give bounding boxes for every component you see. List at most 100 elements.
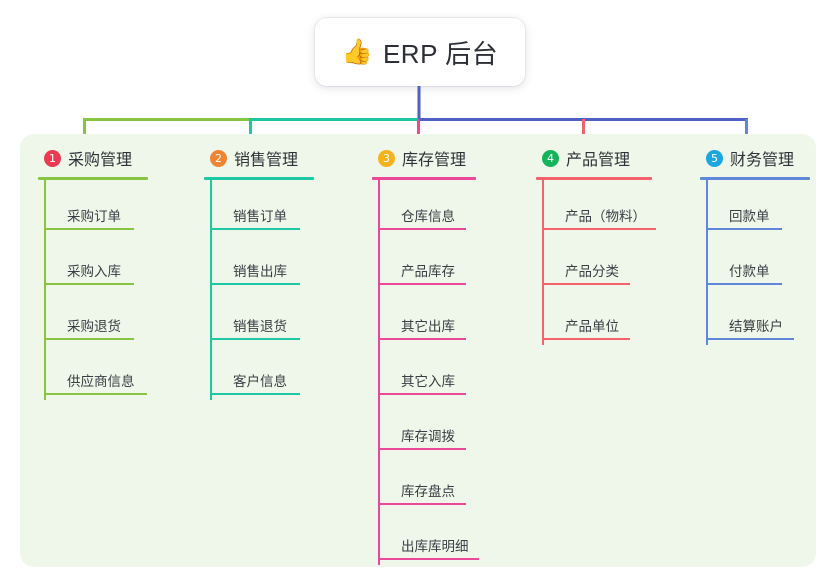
branch-rule-2 bbox=[204, 177, 314, 180]
branch-spine-2 bbox=[210, 180, 212, 400]
child-rule bbox=[210, 228, 300, 230]
branch-children-4: 产品（物料） 产品分类 产品单位 bbox=[536, 180, 696, 345]
root-node[interactable]: 👍 ERP 后台 bbox=[315, 18, 525, 86]
child-label: 销售订单 bbox=[233, 209, 287, 224]
list-item[interactable]: 出库库明细 bbox=[372, 510, 522, 565]
child-rule bbox=[210, 393, 300, 395]
list-item[interactable]: 库存调拨 bbox=[372, 400, 522, 455]
list-item[interactable]: 产品库存 bbox=[372, 235, 522, 290]
branch-rule-3 bbox=[372, 177, 476, 180]
branch-spine-1 bbox=[44, 180, 46, 400]
branch-spine-5 bbox=[706, 180, 708, 345]
branch-column-2: 2 销售管理 销售订单 销售出库 销售退货 客户信息 bbox=[204, 144, 354, 400]
child-label: 结算账户 bbox=[729, 319, 783, 334]
thumbs-up-emoji: 👍 bbox=[341, 37, 373, 66]
branch-spine-4 bbox=[542, 180, 544, 345]
list-item[interactable]: 采购订单 bbox=[38, 180, 188, 235]
child-label: 采购退货 bbox=[67, 319, 121, 334]
branch-children-2: 销售订单 销售出库 销售退货 客户信息 bbox=[204, 180, 354, 400]
child-rule bbox=[44, 338, 134, 340]
child-label: 供应商信息 bbox=[67, 374, 135, 389]
child-label: 客户信息 bbox=[233, 374, 287, 389]
branch-badge-1: 1 bbox=[44, 149, 61, 167]
child-label: 销售退货 bbox=[233, 319, 287, 334]
list-item[interactable]: 供应商信息 bbox=[38, 345, 188, 400]
child-rule bbox=[378, 283, 466, 285]
child-rule bbox=[44, 228, 134, 230]
child-rule bbox=[210, 338, 300, 340]
child-rule bbox=[706, 338, 794, 340]
list-item[interactable]: 其它出库 bbox=[372, 290, 522, 345]
child-rule bbox=[378, 393, 466, 395]
list-item[interactable]: 采购入库 bbox=[38, 235, 188, 290]
child-label: 产品单位 bbox=[565, 319, 619, 334]
branch-header-5[interactable]: 5 财务管理 bbox=[700, 144, 839, 172]
child-rule bbox=[706, 228, 782, 230]
child-label: 采购订单 bbox=[67, 209, 121, 224]
child-rule bbox=[378, 228, 466, 230]
root-title: ERP 后台 bbox=[382, 38, 499, 69]
branch-column-5: 5 财务管理 回款单 付款单 结算账户 bbox=[700, 144, 839, 345]
child-label: 销售出库 bbox=[233, 264, 287, 279]
branch-title-4: 产品管理 bbox=[566, 152, 631, 169]
child-rule bbox=[44, 283, 134, 285]
list-item[interactable]: 回款单 bbox=[700, 180, 839, 235]
child-rule bbox=[378, 338, 466, 340]
child-label: 库存盘点 bbox=[401, 484, 455, 499]
branch-children-3: 仓库信息 产品库存 其它出库 其它入库 库存调拨 库存盘点 bbox=[372, 180, 522, 565]
branch-column-1: 1 采购管理 采购订单 采购入库 采购退货 供应商信息 bbox=[38, 144, 188, 400]
branch-children-5: 回款单 付款单 结算账户 bbox=[700, 180, 839, 345]
child-rule bbox=[210, 283, 300, 285]
list-item[interactable]: 库存盘点 bbox=[372, 455, 522, 510]
child-label: 仓库信息 bbox=[401, 209, 455, 224]
branch-header-3[interactable]: 3 库存管理 bbox=[372, 144, 522, 172]
list-item[interactable]: 结算账户 bbox=[700, 290, 839, 345]
branch-header-4[interactable]: 4 产品管理 bbox=[536, 144, 696, 172]
child-label: 回款单 bbox=[729, 209, 770, 224]
branch-header-1[interactable]: 1 采购管理 bbox=[38, 144, 188, 172]
child-label: 出库库明细 bbox=[401, 539, 469, 554]
list-item[interactable]: 销售出库 bbox=[204, 235, 354, 290]
child-rule bbox=[44, 393, 147, 395]
child-rule bbox=[378, 448, 466, 450]
branch-badge-3: 3 bbox=[378, 149, 395, 167]
branch-header-2[interactable]: 2 销售管理 bbox=[204, 144, 354, 172]
child-label: 产品库存 bbox=[401, 264, 455, 279]
branch-title-1: 采购管理 bbox=[68, 152, 133, 169]
child-rule bbox=[706, 283, 782, 285]
branch-rule-4 bbox=[536, 177, 652, 180]
branch-column-4: 4 产品管理 产品（物料） 产品分类 产品单位 bbox=[536, 144, 696, 345]
branch-rule-5 bbox=[700, 177, 810, 180]
branch-badge-2: 2 bbox=[210, 149, 227, 167]
child-label: 其它入库 bbox=[401, 374, 455, 389]
child-rule bbox=[378, 503, 466, 505]
list-item[interactable]: 销售订单 bbox=[204, 180, 354, 235]
list-item[interactable]: 付款单 bbox=[700, 235, 839, 290]
branch-title-5: 财务管理 bbox=[730, 152, 795, 169]
branch-badge-4: 4 bbox=[542, 149, 559, 167]
list-item[interactable]: 仓库信息 bbox=[372, 180, 522, 235]
branches-panel bbox=[20, 134, 816, 567]
branch-column-3: 3 库存管理 仓库信息 产品库存 其它出库 其它入库 库存调拨 bbox=[372, 144, 522, 565]
list-item[interactable]: 销售退货 bbox=[204, 290, 354, 345]
branch-title-3: 库存管理 bbox=[402, 152, 467, 169]
child-label: 库存调拨 bbox=[401, 429, 455, 444]
list-item[interactable]: 产品单位 bbox=[536, 290, 696, 345]
branch-rule-1 bbox=[38, 177, 148, 180]
child-rule bbox=[542, 228, 656, 230]
list-item[interactable]: 产品分类 bbox=[536, 235, 696, 290]
child-label: 产品（物料） bbox=[565, 209, 646, 224]
child-label: 其它出库 bbox=[401, 319, 455, 334]
child-rule bbox=[378, 558, 479, 560]
child-label: 采购入库 bbox=[67, 264, 121, 279]
branch-badge-5: 5 bbox=[706, 149, 723, 167]
branch-spine-3 bbox=[378, 180, 380, 565]
list-item[interactable]: 采购退货 bbox=[38, 290, 188, 345]
list-item[interactable]: 客户信息 bbox=[204, 345, 354, 400]
branch-children-1: 采购订单 采购入库 采购退货 供应商信息 bbox=[38, 180, 188, 400]
branch-title-2: 销售管理 bbox=[234, 152, 299, 169]
list-item[interactable]: 其它入库 bbox=[372, 345, 522, 400]
list-item[interactable]: 产品（物料） bbox=[536, 180, 696, 235]
child-label: 产品分类 bbox=[565, 264, 619, 279]
